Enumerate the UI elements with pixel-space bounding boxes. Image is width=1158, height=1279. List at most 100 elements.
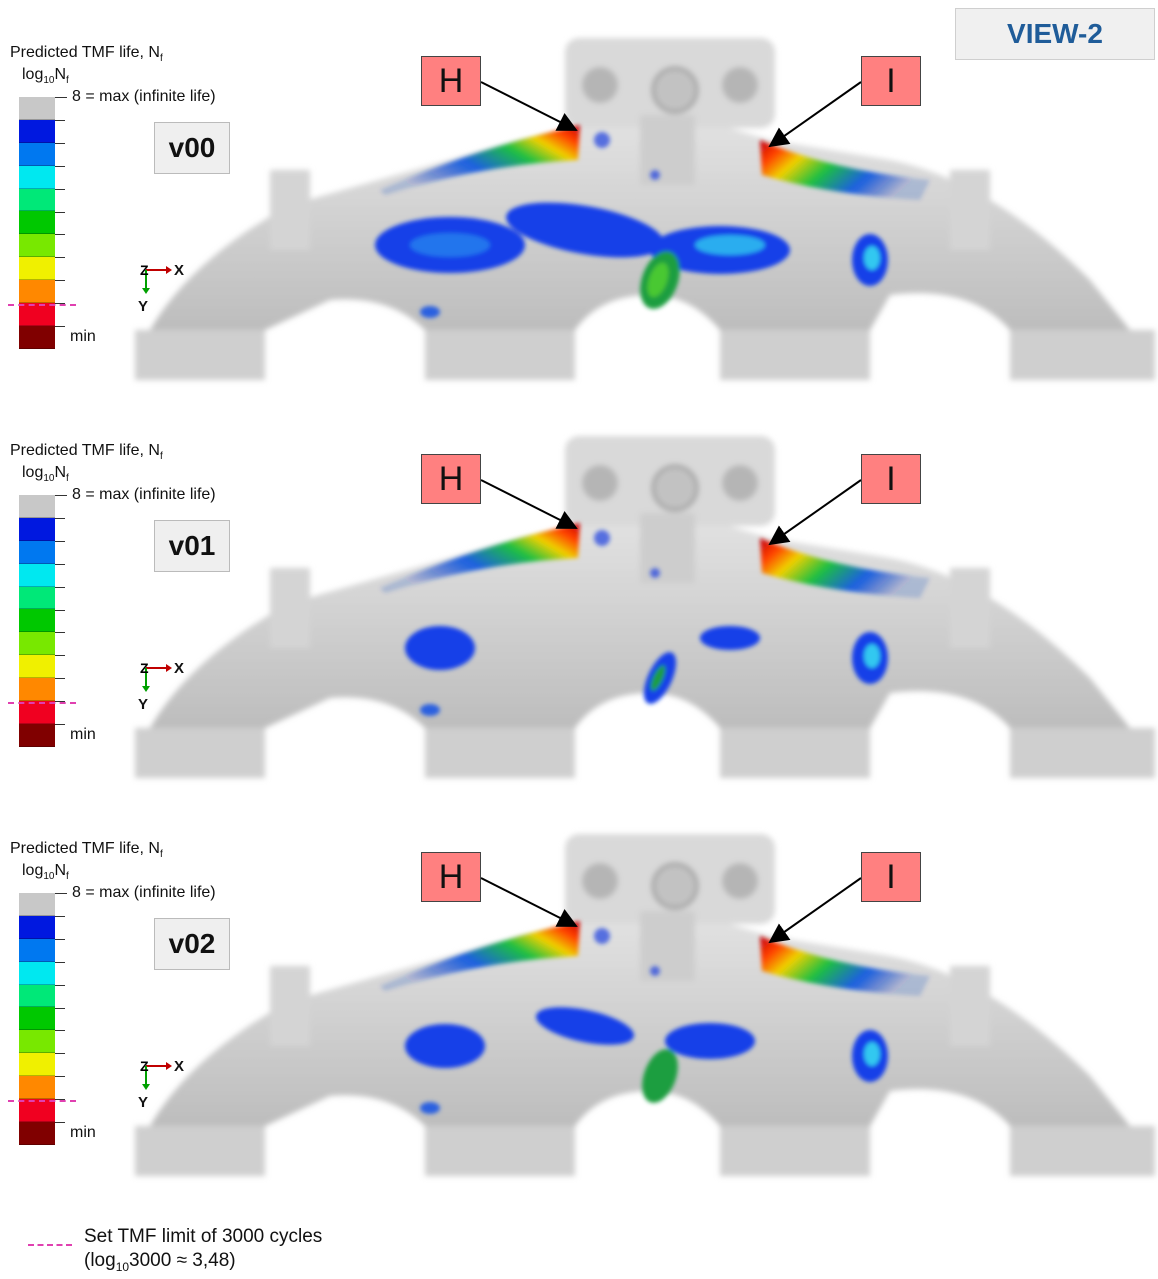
scale-tick xyxy=(55,234,65,236)
manifold-contour-plot xyxy=(130,826,1158,1186)
scale-tick xyxy=(55,211,65,213)
scale-swatch xyxy=(19,961,55,985)
scale-tick xyxy=(55,984,65,986)
axis-x-label: X xyxy=(174,262,185,279)
scale-tick xyxy=(55,303,65,305)
callout-i: I xyxy=(861,852,921,902)
callout-i: I xyxy=(861,454,921,504)
scale-min-label: min xyxy=(70,726,96,743)
scale-swatch xyxy=(19,303,55,326)
axis-x-label: X xyxy=(174,1058,185,1075)
scale-swatch xyxy=(19,119,55,143)
scale-tick xyxy=(55,165,65,167)
panel-v00: Predicted TMF life, Nf log10Nf 8 = max (… xyxy=(0,0,1158,398)
callout-h: H xyxy=(421,852,481,902)
axis-z-label: Z xyxy=(140,262,149,278)
legend-log-label: log10Nf xyxy=(22,464,69,485)
scale-ticks xyxy=(55,495,65,747)
scale-swatch xyxy=(19,678,55,702)
scale-swatch xyxy=(19,495,55,518)
scale-max-label: 8 = max (infinite life) xyxy=(72,88,216,105)
axis-x-label: X xyxy=(174,660,185,677)
scale-swatch xyxy=(19,632,55,656)
scale-ticks xyxy=(55,97,65,349)
max-tick xyxy=(55,495,67,496)
scale-tick xyxy=(55,724,65,725)
scale-swatch xyxy=(19,1076,55,1100)
scale-tick xyxy=(55,1099,65,1101)
scale-ticks xyxy=(55,893,65,1145)
max-tick xyxy=(55,893,67,894)
scale-swatch xyxy=(19,563,55,587)
scale-swatch xyxy=(19,188,55,212)
version-label: v00 xyxy=(154,122,230,174)
scale-tick xyxy=(55,280,65,282)
callout-h: H xyxy=(421,454,481,504)
tmf-limit-marker xyxy=(8,304,76,306)
version-label: v01 xyxy=(154,520,230,572)
scale-tick xyxy=(55,632,65,634)
tmf-limit-legend-line xyxy=(28,1244,72,1246)
color-scale xyxy=(19,893,55,1145)
scale-tick xyxy=(55,326,65,327)
scale-tick xyxy=(55,188,65,190)
scale-swatch xyxy=(19,211,55,235)
tmf-limit-marker xyxy=(8,702,76,704)
tmf-limit-line1: Set TMF limit of 3000 cycles xyxy=(84,1226,323,1247)
scale-tick xyxy=(55,586,65,588)
scale-swatch xyxy=(19,984,55,1008)
scale-tick xyxy=(55,678,65,680)
scale-swatch xyxy=(19,1099,55,1122)
scale-min-label: min xyxy=(70,1124,96,1141)
legend-log-label: log10Nf xyxy=(22,862,69,883)
scale-swatch xyxy=(19,1121,55,1145)
tmf-limit-marker xyxy=(8,1100,76,1102)
callout-h: H xyxy=(421,56,481,106)
scale-swatch xyxy=(19,1007,55,1031)
manifold-render xyxy=(135,38,1155,380)
scale-swatch xyxy=(19,609,55,633)
axis-y-label: Y xyxy=(138,696,149,713)
scale-tick xyxy=(55,517,65,519)
callout-i: I xyxy=(861,56,921,106)
manifold-render xyxy=(135,834,1155,1176)
scale-tick xyxy=(55,540,65,542)
tmf-limit-note: Set TMF limit of 3000 cycles (log103000 … xyxy=(84,1225,322,1279)
scale-swatch xyxy=(19,97,55,120)
legend-title: Predicted TMF life, Nf xyxy=(10,442,163,463)
axis-triad-icon: Z xyxy=(140,262,172,294)
axis-triad-icon: Z xyxy=(140,660,172,692)
scale-tick xyxy=(55,563,65,565)
scale-swatch xyxy=(19,938,55,962)
axis-y-label: Y xyxy=(138,1094,149,1111)
legend-log-label: log10Nf xyxy=(22,66,69,87)
scale-swatch xyxy=(19,915,55,939)
scale-tick xyxy=(55,1007,65,1009)
scale-swatch xyxy=(19,893,55,916)
manifold-render xyxy=(135,436,1155,778)
scale-swatch xyxy=(19,540,55,564)
scale-tick xyxy=(55,938,65,940)
legend-title: Predicted TMF life, Nf xyxy=(10,840,163,861)
scale-tick xyxy=(55,257,65,259)
version-label: v02 xyxy=(154,918,230,970)
scale-tick xyxy=(55,961,65,963)
scale-swatch xyxy=(19,165,55,189)
scale-swatch xyxy=(19,655,55,679)
scale-tick xyxy=(55,1122,65,1123)
callout-arrows xyxy=(480,877,862,944)
scale-tick xyxy=(55,915,65,917)
axis-triad-icon: Z xyxy=(140,1058,172,1090)
scale-swatch xyxy=(19,234,55,258)
scale-tick xyxy=(55,1030,65,1032)
scale-tick xyxy=(55,142,65,144)
scale-tick xyxy=(55,119,65,121)
axis-y-label: Y xyxy=(138,298,149,315)
scale-swatch xyxy=(19,142,55,166)
scale-tick xyxy=(55,609,65,611)
scale-max-label: 8 = max (infinite life) xyxy=(72,486,216,503)
scale-tick xyxy=(55,1076,65,1078)
max-tick xyxy=(55,97,67,98)
scale-swatch xyxy=(19,723,55,747)
axis-z-label: Z xyxy=(140,660,149,676)
